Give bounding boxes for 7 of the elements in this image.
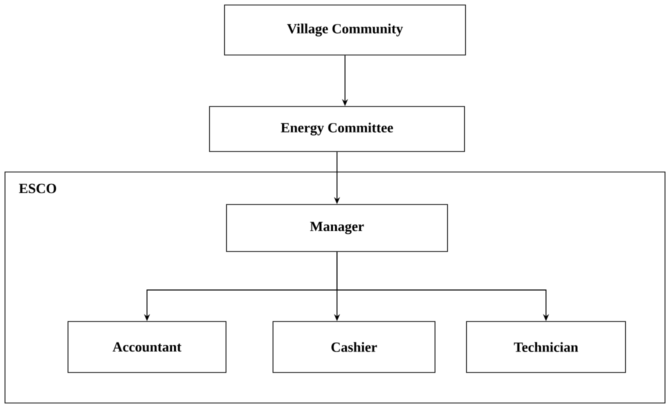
org-box: Manager [226, 204, 448, 252]
org-box: Village Community [224, 4, 466, 56]
org-box: Technician [466, 321, 626, 373]
org-box: Energy Committee [209, 106, 465, 152]
org-box: Cashier [272, 321, 436, 373]
org-box: Accountant [68, 321, 226, 373]
group-label: ESCO [19, 184, 56, 194]
